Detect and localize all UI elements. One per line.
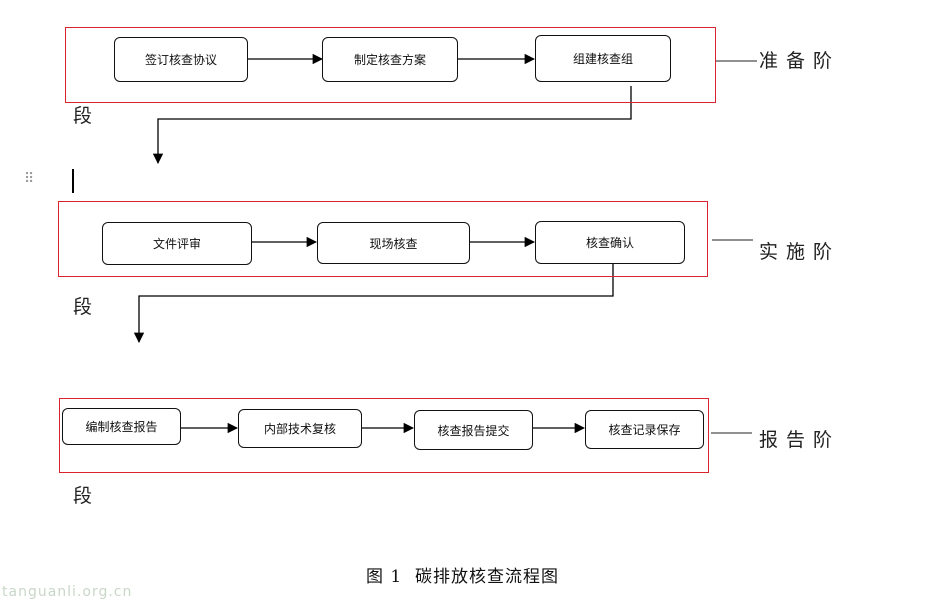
step-form-team: 组建核查组 — [535, 35, 671, 82]
watermark: tanguanli.org.cn — [2, 584, 133, 600]
step-save-records: 核查记录保存 — [585, 410, 704, 449]
arrow-stage2-to-stage3 — [133, 264, 614, 344]
stage-frame-preparation — [65, 27, 716, 103]
step-sign-agreement: 签订核查协议 — [114, 37, 248, 82]
text-cursor — [72, 169, 74, 193]
phase-label-implementation-end: 段 — [73, 296, 93, 318]
phase-label-reporting-end: 段 — [73, 485, 93, 507]
step-document-review: 文件评审 — [102, 222, 252, 265]
phase-label-implementation: 实施阶 — [759, 241, 841, 263]
stage-frame-implementation — [58, 201, 708, 277]
step-onsite-verification: 现场核查 — [317, 222, 470, 264]
drag-handle-icon[interactable]: ⠿ — [24, 171, 35, 187]
step-make-plan: 制定核查方案 — [322, 37, 458, 82]
step-submit-report: 核查报告提交 — [414, 410, 533, 450]
stage-frame-reporting — [59, 398, 709, 473]
figure-caption: 图 1 碳排放核查流程图 — [366, 567, 560, 587]
phase-label-preparation: 准备阶 — [759, 50, 841, 72]
phase-label-reporting: 报告阶 — [759, 429, 841, 451]
step-verification-confirm: 核查确认 — [535, 221, 685, 264]
step-internal-review: 内部技术复核 — [238, 409, 362, 448]
phase-label-preparation-end: 段 — [73, 105, 93, 127]
step-compile-report: 编制核查报告 — [62, 408, 181, 445]
